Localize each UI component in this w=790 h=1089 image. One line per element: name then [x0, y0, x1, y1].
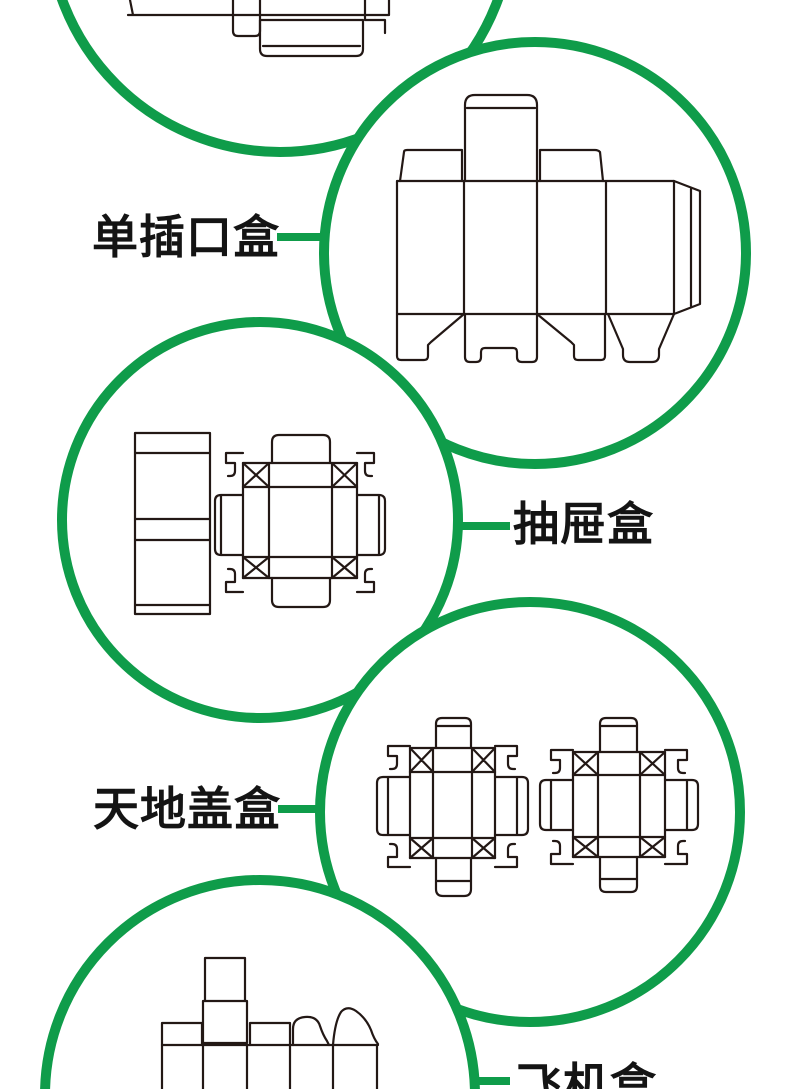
connector-drawer-box [458, 522, 510, 530]
circle-single-tuck-box [319, 37, 751, 469]
connector-top-bottom-lid-box [278, 805, 323, 813]
top-bottom-lid-box-dieline [375, 716, 700, 898]
label-mailer-box: 飞机盒 [516, 1058, 657, 1089]
circle-drawer-box [57, 317, 463, 723]
circle-group-mailer-box [40, 875, 480, 1089]
connectors [277, 233, 510, 1085]
partial-tuck-box-dieline [126, 0, 391, 58]
label-single-tuck-box: 单插口盒 [92, 210, 280, 264]
circle-group-drawer-box [57, 317, 463, 723]
connector-single-tuck-box [277, 233, 326, 241]
circle-mailer-box [40, 875, 480, 1089]
label-drawer-box: 抽屉盒 [513, 497, 654, 551]
mailer-box-dieline [160, 956, 380, 1089]
connector-mailer-box [470, 1077, 510, 1085]
label-top-bottom-lid-box: 天地盖盒 [93, 782, 281, 836]
single-tuck-box-dieline [395, 93, 702, 364]
drawer-box-dieline [133, 431, 387, 616]
circle-group-top-bottom-lid-box [315, 597, 745, 1027]
circle-group-single-tuck-box [319, 37, 751, 469]
